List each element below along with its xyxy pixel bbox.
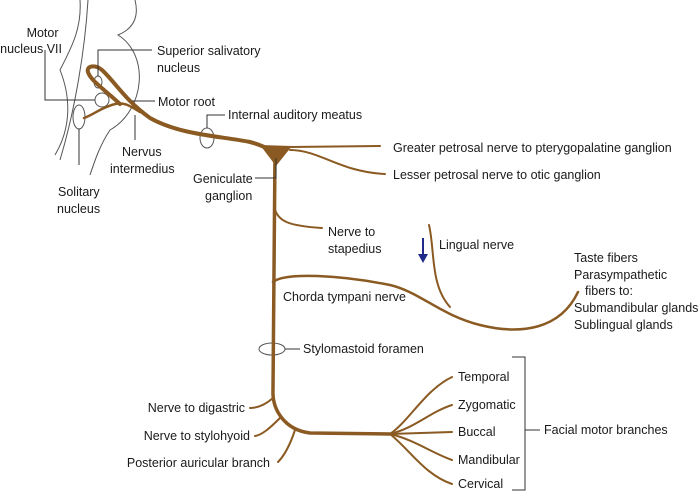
label-superior-salivatory: Superior salivatory nucleus (157, 44, 264, 75)
label-lingual-nerve: Lingual nerve (439, 238, 514, 252)
label-nerve-to-stylohyoid: Nerve to stylohyoid (144, 429, 250, 443)
label-cervical: Cervical (458, 477, 503, 491)
label-taste-fibers: Taste fibers Parasympathetic fibers to: … (574, 251, 700, 332)
direction-arrow-icon (418, 238, 428, 263)
label-greater-petrosal: Greater petrosal nerve to pterygopalatin… (393, 141, 672, 155)
label-zygomatic: Zygomatic (458, 398, 516, 412)
solitary-nucleus (72, 104, 86, 130)
label-chorda-tympani: Chorda tympani nerve (283, 290, 406, 304)
label-geniculate-ganglion: Geniculate ganglion (193, 172, 256, 203)
label-temporal: Temporal (458, 370, 509, 384)
nerves (82, 64, 580, 485)
leader-lines (44, 49, 540, 491)
motor-nucleus-vii (94, 92, 110, 108)
label-internal-auditory-meatus: Internal auditory meatus (228, 108, 362, 122)
label-motor-root: Motor root (158, 95, 215, 109)
label-mandibular: Mandibular (458, 453, 520, 467)
brainstem-outline (54, 0, 81, 156)
label-stylomastoid-foramen: Stylomastoid foramen (303, 342, 424, 356)
label-facial-motor-branches: Facial motor branches (544, 423, 668, 437)
label-lesser-petrosal: Lesser petrosal nerve to otic ganglion (393, 168, 601, 182)
label-nerve-to-stapedius: Nerve to stapedius (328, 225, 382, 256)
label-nerve-to-digastric: Nerve to digastric (148, 401, 245, 415)
label-buccal: Buccal (458, 425, 496, 439)
label-posterior-auricular: Posterior auricular branch (127, 456, 270, 470)
brainstem-outline-inner (59, 0, 89, 161)
label-nervus-intermedius: Nervus intermedius (110, 145, 175, 176)
brainstem-outline-right (89, 0, 140, 176)
label-motor-nucleus: Motor nucleus VII (0, 26, 62, 56)
label-solitary-nucleus: Solitary nucleus (57, 185, 103, 216)
